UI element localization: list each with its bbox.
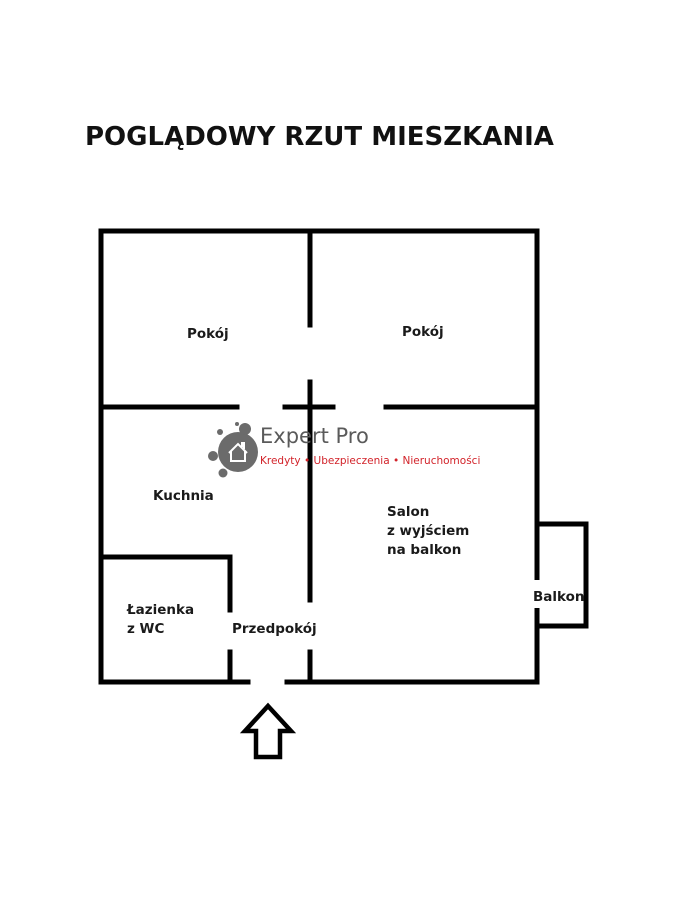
room-label-kuchnia: Kuchnia bbox=[153, 488, 214, 504]
room-label-balkon: Balkon bbox=[533, 589, 585, 605]
room-label-pokoj-right: Pokój bbox=[402, 324, 444, 340]
room-label-pokoj-left: Pokój bbox=[187, 326, 229, 342]
page-title: POGLĄDOWY RZUT MIESZKANIA bbox=[85, 122, 554, 152]
watermark-name: Expert Pro bbox=[260, 424, 369, 448]
entrance-arrow-icon bbox=[239, 702, 297, 760]
room-label-przedpokoj: Przedpokój bbox=[232, 621, 317, 637]
room-label-lazienka: Łazienka z WC bbox=[127, 602, 195, 637]
room-label-salon: Salon z wyjściem na balkon bbox=[387, 504, 470, 558]
watermark-logo: Expert Pro Kredyty • Ubezpieczenia • Nie… bbox=[205, 420, 480, 480]
house-bubble-icon bbox=[208, 422, 258, 478]
watermark-tagline: Kredyty • Ubezpieczenia • Nieruchomości bbox=[260, 455, 481, 467]
